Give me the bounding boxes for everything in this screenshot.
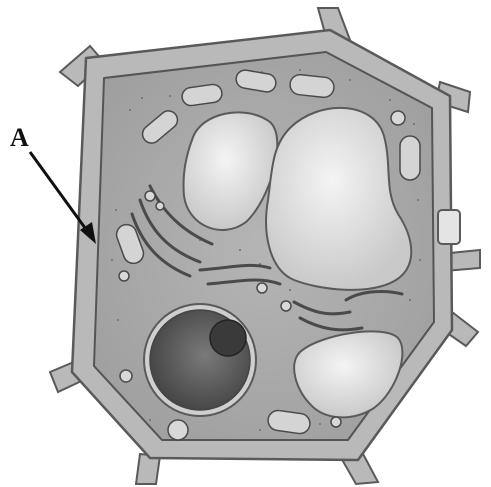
label-a: A: [10, 123, 29, 152]
plasmodesmata-pit: [438, 210, 460, 244]
nucleolus: [210, 320, 246, 356]
nucleus: [144, 304, 256, 416]
